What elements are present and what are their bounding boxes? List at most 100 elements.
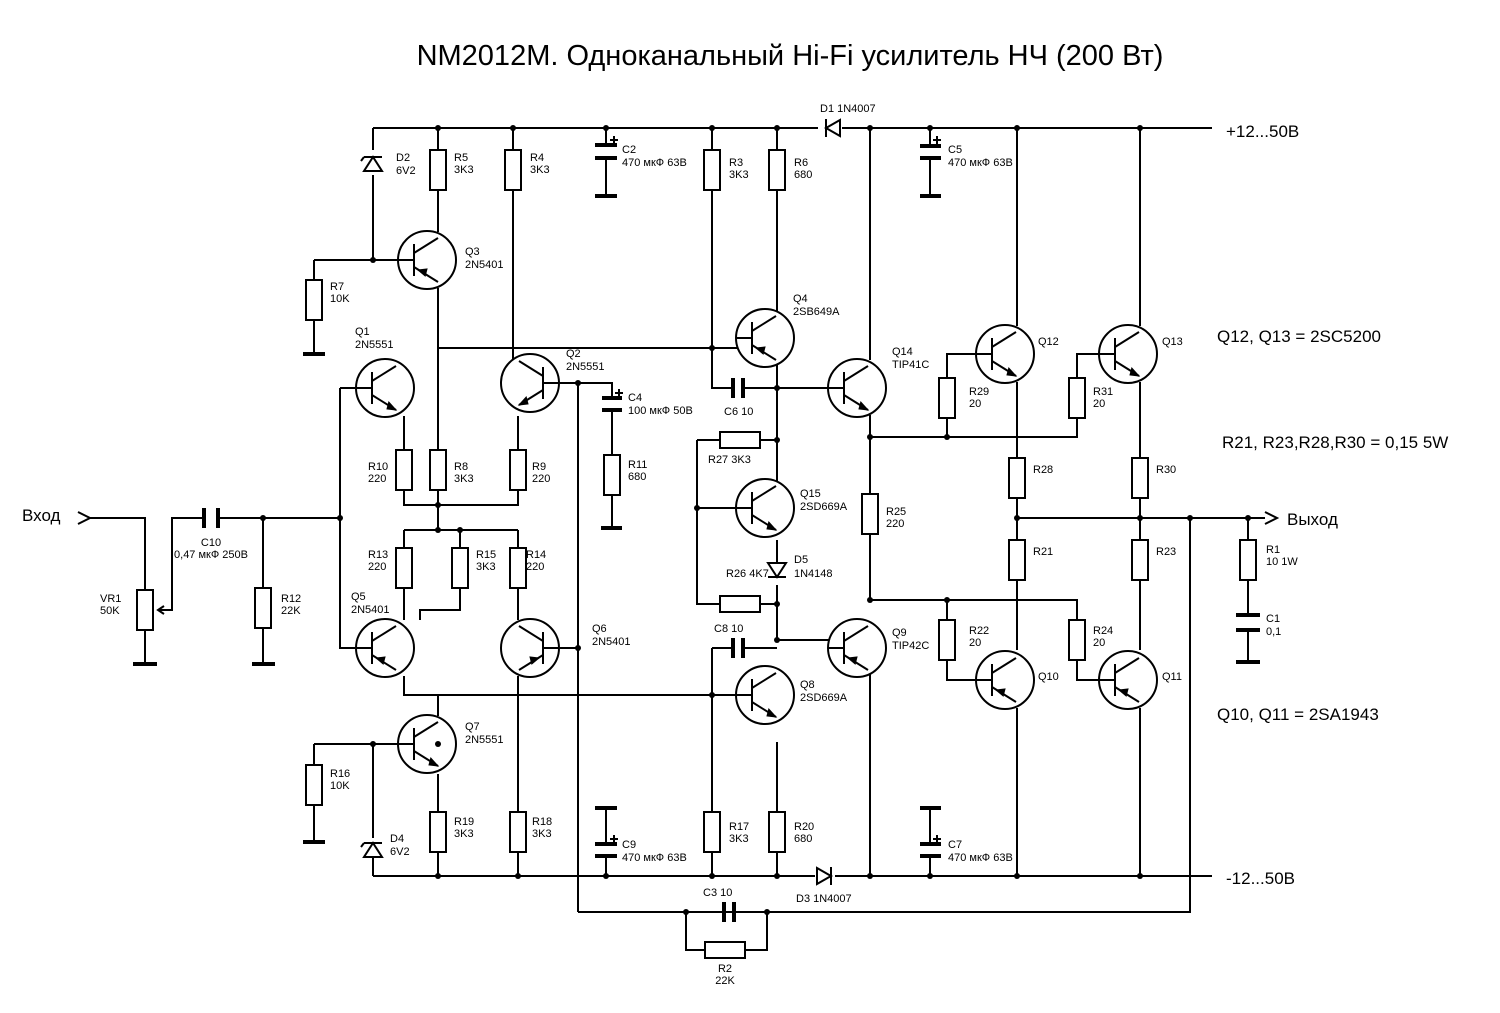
- transistor-ref-q10: Q10: [1038, 671, 1059, 683]
- capacitor-ref-c5: C5: [948, 144, 962, 156]
- resistor-ref-r3: R3: [729, 157, 743, 169]
- capacitor-ref-c1: C1: [1266, 613, 1280, 625]
- resistor-ref-r14: R14: [526, 549, 546, 561]
- transistor-type-q2: 2N5551: [566, 361, 605, 373]
- note-q10-q11: Q10, Q11 = 2SA1943: [1217, 705, 1379, 724]
- resistor-r4: [504, 149, 522, 191]
- resistor-r3: [703, 149, 721, 191]
- resistor-r14: [509, 547, 527, 589]
- pot-value-vr1: 50K: [100, 605, 120, 617]
- transistor-arrow-q12: [1006, 366, 1018, 377]
- resistor-r16: [305, 764, 323, 806]
- transistor-collector-q8: [751, 672, 777, 689]
- transistor-arrow-q8: [766, 707, 778, 718]
- resistor-r21: [1008, 539, 1026, 581]
- transistor-collector-q1: [371, 365, 397, 382]
- resistor-value-r11: 680: [628, 471, 646, 483]
- transistor-type-q4: 2SB649A: [793, 306, 840, 318]
- transistor-q10: [975, 650, 1035, 710]
- resistor-value-r25: 220: [886, 518, 904, 530]
- diode-d4: [360, 841, 384, 858]
- resistor-r10: [395, 449, 413, 491]
- transistor-type-q15: 2SD669A: [800, 501, 848, 513]
- resistor-r13: [395, 547, 413, 589]
- transistor-q3: [397, 230, 457, 290]
- resistor-ref-r18: R18: [532, 816, 552, 828]
- transistor-type-q5: 2N5401: [351, 604, 390, 616]
- circuit-components: [136, 118, 1257, 959]
- diode-value-d5: 1N4148: [794, 568, 833, 580]
- resistor-r19: [429, 811, 447, 853]
- transistor-type-q9: TIP42C: [892, 640, 929, 652]
- resistor-r12: [254, 587, 272, 629]
- resistor-value-r9: 220: [532, 473, 550, 485]
- transistor-arrow-q7: [428, 756, 440, 767]
- diode-value-d2: 6V2: [396, 165, 416, 177]
- transistor-arrow-q4: [754, 346, 766, 355]
- transistor-type-q1: 2N5551: [355, 339, 394, 351]
- transistor-arrow-q2: [517, 395, 529, 406]
- resistor-value-r8: 3K3: [454, 473, 474, 485]
- transistor-q11: [1098, 650, 1158, 710]
- zener-tip-d4: [360, 842, 365, 848]
- resistor-ref-r16: R16: [330, 768, 350, 780]
- resistor-value-r24: 20: [1093, 637, 1105, 649]
- resistor-label-r27: R27 3K3: [708, 454, 751, 466]
- output-label: Выход: [1287, 510, 1338, 529]
- transistor-collector-q3: [413, 237, 439, 254]
- transistor-ref-q8: Q8: [800, 679, 815, 691]
- capacitor-label-c3: C3 10: [703, 887, 732, 899]
- diode-body-d1: [823, 118, 841, 138]
- resistor-ref-r29: R29: [969, 386, 989, 398]
- transistor-collector-q5: [371, 625, 397, 642]
- resistor-value-r14: 220: [526, 561, 544, 573]
- transistor-q12: [975, 324, 1035, 384]
- resistor-r6: [768, 149, 786, 191]
- resistor-r2: [704, 941, 746, 959]
- transistor-collector-q15: [751, 485, 777, 502]
- resistor-r31: [1068, 377, 1086, 419]
- resistor-value-r3: 3K3: [729, 169, 749, 181]
- resistor-r28: [1008, 457, 1026, 499]
- capacitor-label-c8: C8 10: [714, 623, 743, 635]
- resistor-ref-r23: R23: [1156, 546, 1176, 558]
- resistor-ref-r6: R6: [794, 157, 808, 169]
- transistor-arrow-q15: [766, 520, 778, 531]
- transistor-ref-q9: Q9: [892, 627, 907, 639]
- capacitor-value-c4: 100 мкФ 50В: [628, 405, 693, 417]
- capacitor-ref-c4: C4: [628, 392, 642, 404]
- diode-d5: [766, 562, 788, 579]
- transistor-collector-q6: [518, 625, 544, 642]
- potentiometer-vr1: [136, 589, 154, 631]
- transistor-ref-q4: Q4: [793, 293, 808, 305]
- resistor-r25: [861, 493, 879, 535]
- resistor-value-r5: 3K3: [454, 164, 474, 176]
- diode-label-d3: D3 1N4007: [796, 893, 852, 905]
- resistor-ref-r13: R13: [368, 549, 388, 561]
- diode-d3: [816, 866, 834, 886]
- resistor-r7: [305, 279, 323, 321]
- resistor-value-r1: 10 1W: [1266, 556, 1298, 568]
- capacitor-label-c6: C6 10: [724, 406, 753, 418]
- transistor-collector-q11: [1114, 657, 1140, 674]
- transistor-q14: [827, 358, 887, 418]
- resistor-ref-r19: R19: [454, 816, 474, 828]
- resistor-value-r18: 3K3: [532, 828, 552, 840]
- resistor-r27: [719, 431, 761, 449]
- resistor-r17: [703, 811, 721, 853]
- resistor-r30: [1131, 457, 1149, 499]
- transistor-type-q8: 2SD669A: [800, 692, 848, 704]
- transistor-ref-q5: Q5: [351, 591, 366, 603]
- transistor-arrow-q11: [1117, 688, 1129, 697]
- transistor-collector-q2: [518, 360, 544, 377]
- resistor-ref-r28: R28: [1033, 464, 1053, 476]
- transistor-arrow-q1: [386, 400, 398, 411]
- transistor-arrow-q9: [846, 656, 858, 665]
- note-emitter-resistors: R21, R23,R28,R30 = 0,15 5W: [1222, 433, 1448, 452]
- transistor-q2: [500, 353, 560, 413]
- resistor-value-r2: 22K: [715, 975, 735, 987]
- resistor-value-r13: 220: [368, 561, 386, 573]
- resistor-r18: [509, 811, 527, 853]
- diode-body-d2: [362, 155, 384, 172]
- resistor-value-r7: 10K: [330, 293, 350, 305]
